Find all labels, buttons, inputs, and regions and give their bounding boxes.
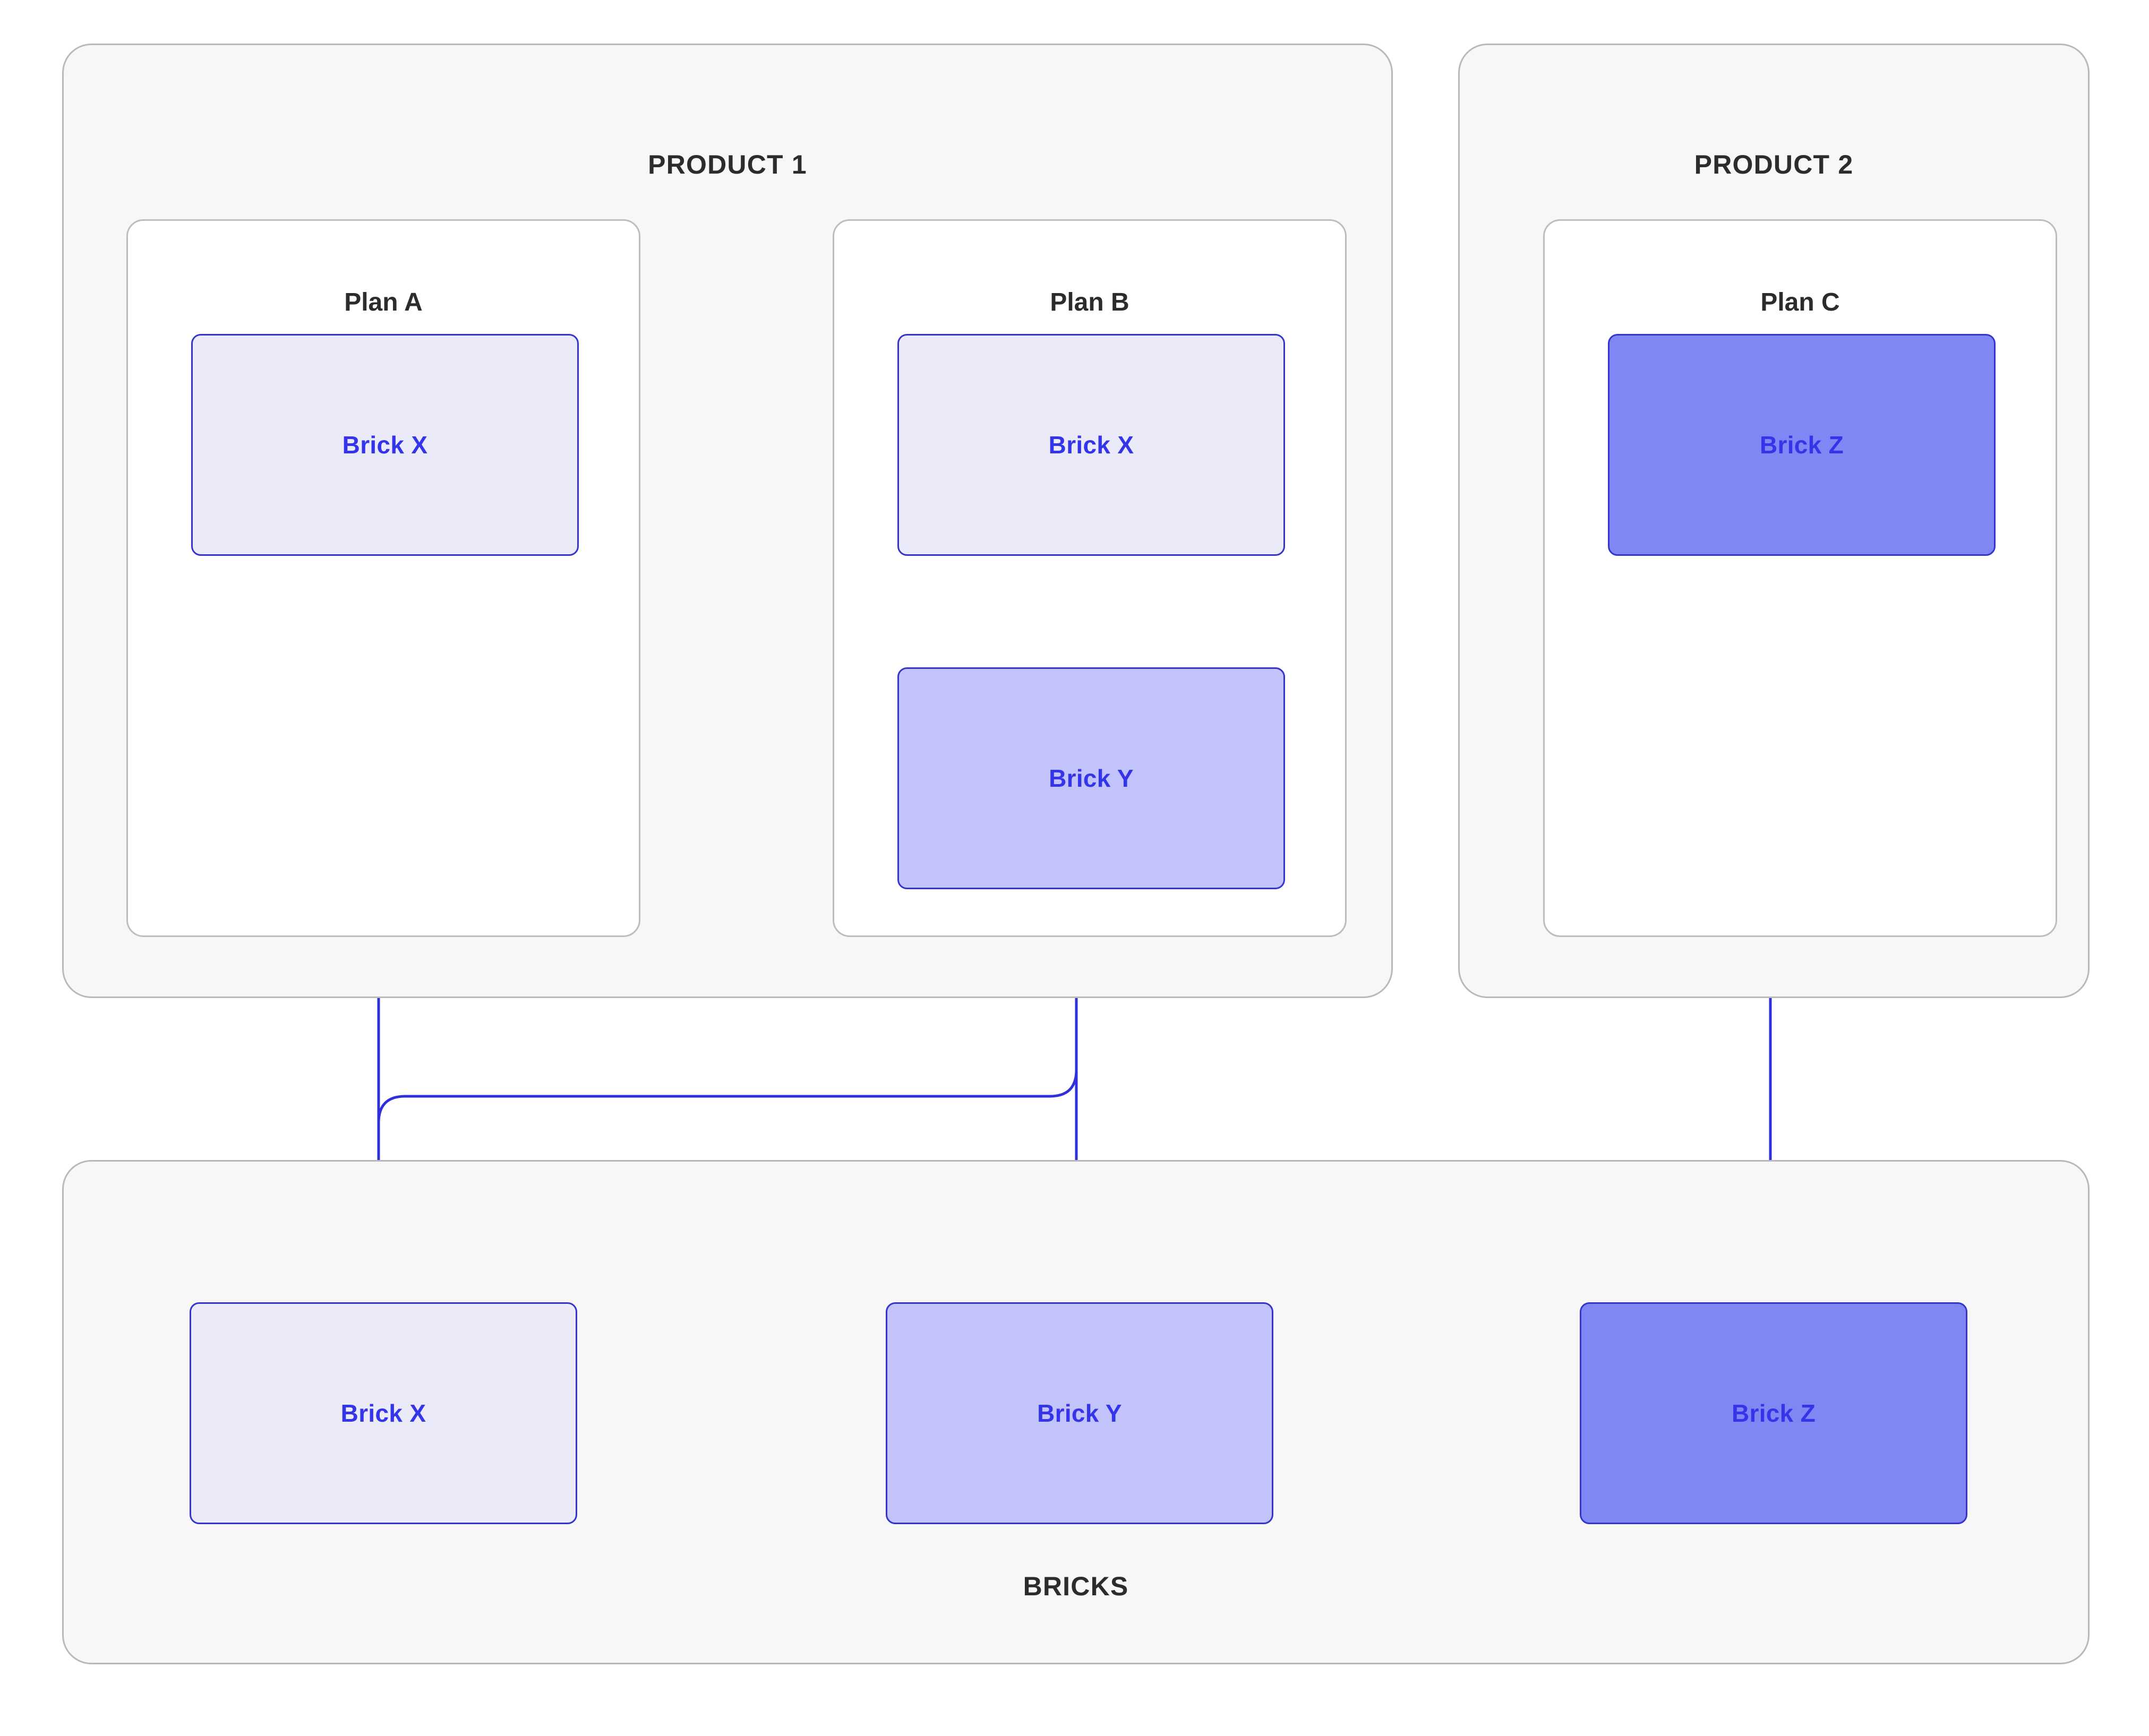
brick-label: Brick X <box>342 431 428 459</box>
plan-title-plan-a: Plan A <box>344 288 423 316</box>
brick-plan-c-brick-z[interactable]: Brick Z <box>1608 334 1996 556</box>
plan-card-plan-a[interactable]: Plan A Brick X <box>126 219 640 937</box>
plan-card-plan-c[interactable]: Plan C Brick Z <box>1543 219 2057 937</box>
brick-label: Brick Z <box>1731 1399 1816 1427</box>
brick-label: Brick Y <box>1049 764 1134 792</box>
plan-card-plan-b[interactable]: Plan B Brick X Brick Y <box>833 219 1347 937</box>
brick-plan-b-brick-y[interactable]: Brick Y <box>897 667 1285 889</box>
brick-library-brick-x[interactable]: Brick X <box>190 1302 577 1524</box>
group-panel-product-2[interactable]: PRODUCT 2 Plan C Brick Z <box>1458 44 2090 998</box>
group-title-product-2: PRODUCT 2 <box>1694 150 1854 179</box>
brick-label: Brick X <box>340 1399 426 1427</box>
brick-plan-b-brick-x[interactable]: Brick X <box>897 334 1285 556</box>
group-title-product-1: PRODUCT 1 <box>648 150 807 179</box>
brick-label: Brick Y <box>1037 1399 1122 1427</box>
brick-library-brick-y[interactable]: Brick Y <box>886 1302 1273 1524</box>
brick-label: Brick X <box>1048 431 1134 459</box>
group-panel-product-1[interactable]: PRODUCT 1 Plan A Brick X Plan B Brick X … <box>62 44 1393 998</box>
brick-plan-a-brick-x[interactable]: Brick X <box>191 334 579 556</box>
plan-title-plan-b: Plan B <box>1050 288 1129 316</box>
group-title-bricks: BRICKS <box>1023 1571 1129 1601</box>
plan-title-plan-c: Plan C <box>1760 288 1840 316</box>
brick-library-brick-z[interactable]: Brick Z <box>1580 1302 1967 1524</box>
group-panel-bricks[interactable]: BRICKS Brick X Brick Y Brick Z <box>62 1160 2090 1664</box>
brick-label: Brick Z <box>1759 431 1844 459</box>
